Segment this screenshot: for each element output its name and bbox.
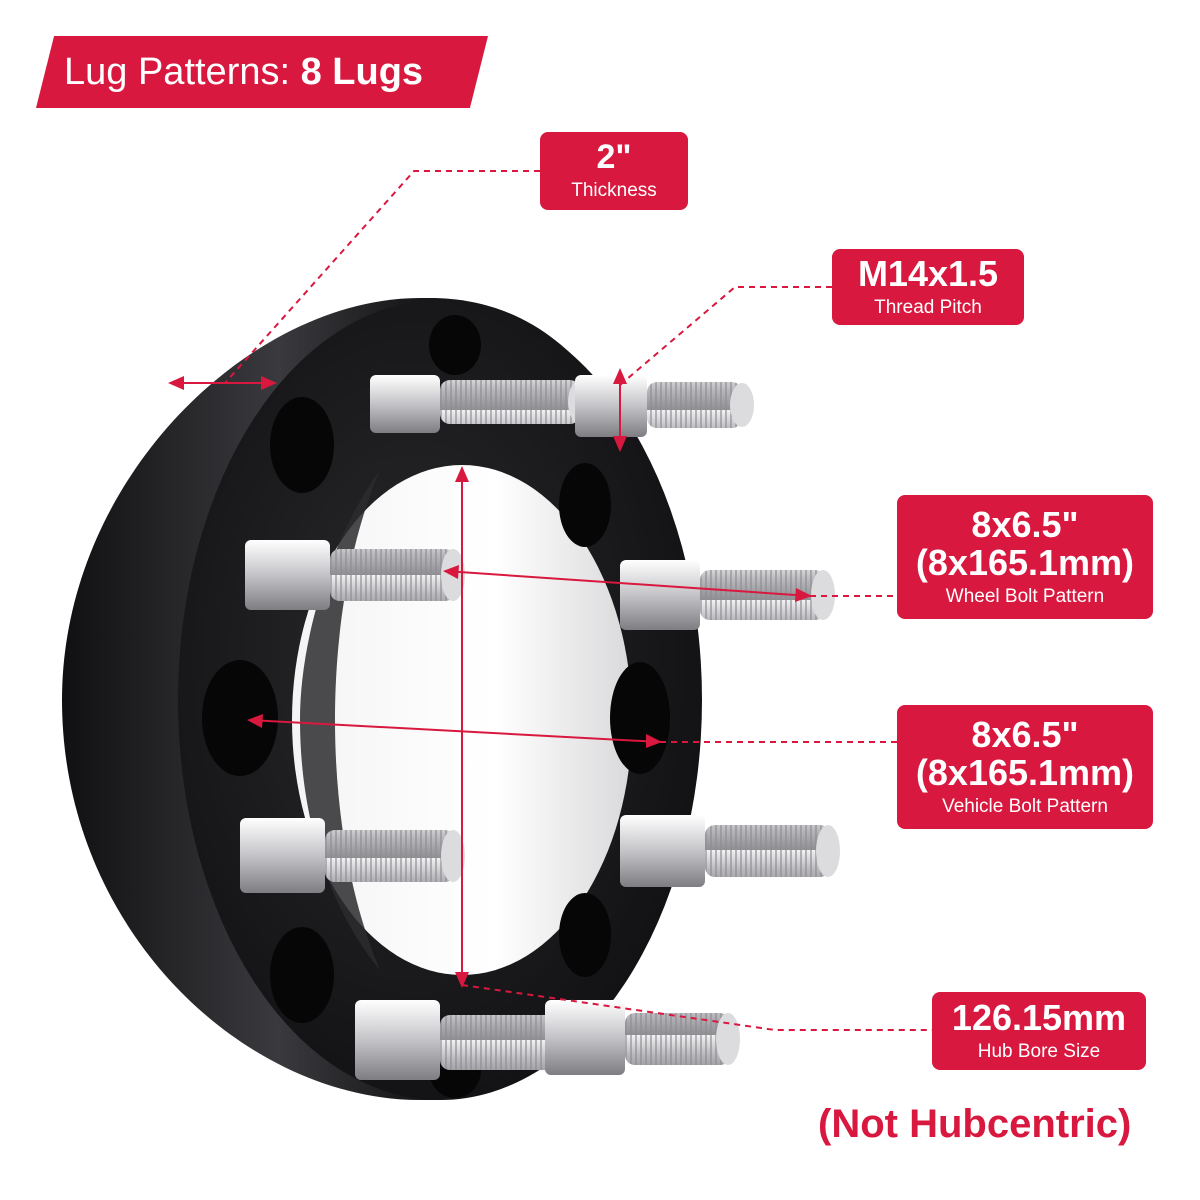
thickness-caption: Thickness bbox=[571, 179, 657, 201]
hub-bore-tag: 126.15mm Hub Bore Size bbox=[932, 992, 1146, 1070]
stud bbox=[575, 375, 754, 437]
banner-value: 8 Lugs bbox=[300, 51, 424, 93]
bolt-hole bbox=[559, 463, 611, 547]
vehicle-bolt-pattern-tag: 8x6.5" (8x165.1mm) Vehicle Bolt Pattern bbox=[897, 705, 1153, 829]
not-hubcentric-note: (Not Hubcentric) bbox=[818, 1102, 1132, 1146]
thread-pitch-caption: Thread Pitch bbox=[874, 296, 982, 318]
thread-pitch-tag: M14x1.5 Thread Pitch bbox=[832, 249, 1024, 325]
bolt-hole bbox=[270, 397, 334, 493]
hub-bore-caption: Hub Bore Size bbox=[977, 1040, 1101, 1062]
stud bbox=[240, 818, 465, 893]
banner-prefix: Lug Patterns: bbox=[64, 51, 301, 93]
bolt-hole bbox=[559, 893, 611, 977]
vehicle-pattern-value: 8x6.5" bbox=[971, 714, 1079, 756]
wheel-pattern-mm: (8x165.1mm) bbox=[915, 542, 1135, 583]
stud bbox=[620, 815, 840, 887]
annotation-lines bbox=[170, 170, 932, 1031]
stud bbox=[620, 560, 835, 630]
wheel-pattern-caption: Wheel Bolt Pattern bbox=[945, 585, 1105, 607]
vehicle-pattern-caption: Vehicle Bolt Pattern bbox=[942, 795, 1108, 817]
bolt-hole bbox=[429, 315, 481, 375]
annotation-arrowheads bbox=[168, 368, 812, 988]
wheel-pattern-value: 8x6.5" bbox=[971, 504, 1079, 546]
bolt-hole bbox=[610, 662, 670, 774]
thickness-tag: 2" Thickness bbox=[540, 132, 688, 210]
stud bbox=[545, 1000, 740, 1075]
wheel-bolt-pattern-tag: 8x6.5" (8x165.1mm) Wheel Bolt Pattern bbox=[897, 495, 1153, 619]
thickness-value: 2" bbox=[596, 138, 632, 177]
stud bbox=[370, 375, 592, 433]
stud bbox=[245, 540, 465, 610]
lug-pattern-banner: Lug Patterns: 8 Lugs bbox=[36, 36, 488, 108]
vehicle-pattern-mm: (8x165.1mm) bbox=[915, 752, 1135, 793]
bolt-hole bbox=[270, 927, 334, 1023]
bolt-hole bbox=[202, 660, 278, 776]
hub-bore-value: 126.15mm bbox=[951, 997, 1127, 1039]
thread-pitch-value: M14x1.5 bbox=[857, 253, 999, 295]
